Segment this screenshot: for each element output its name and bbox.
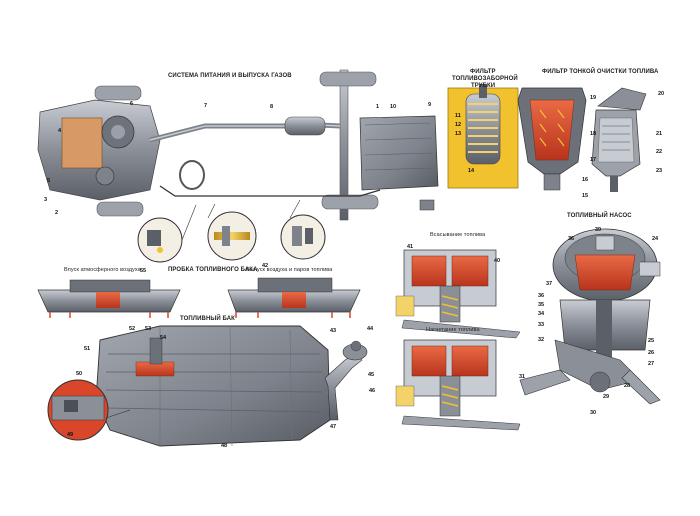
steering-wheel xyxy=(179,160,205,190)
callout-13: 13 xyxy=(455,131,462,137)
caption-vapor-outlet: Выпуск воздуха и паров топлива xyxy=(246,267,333,273)
callout-39: 39 xyxy=(595,227,602,233)
callout-2: 2 xyxy=(55,210,59,216)
callout-50: 50 xyxy=(76,371,83,377)
callout-29: 29 xyxy=(603,394,610,400)
intake-filter-illustration xyxy=(447,84,519,189)
callout-25: 25 xyxy=(648,338,655,344)
caption-intake-filter-line3: ТРУБКИ xyxy=(471,83,496,89)
callout-23: 23 xyxy=(656,168,663,174)
suction-section xyxy=(395,249,521,339)
callout-14: 14 xyxy=(468,168,475,174)
callout-26: 26 xyxy=(648,350,655,356)
callout-27: 27 xyxy=(648,361,655,367)
rear-wheel-top xyxy=(319,71,377,87)
front-wheel-top xyxy=(94,85,142,101)
rear-wheel-bottom xyxy=(321,194,379,210)
callout-34: 34 xyxy=(538,311,545,317)
callout-54: 54 xyxy=(160,335,167,341)
detail-circle-3 xyxy=(280,214,326,260)
callout-21: 21 xyxy=(656,131,663,137)
callout-43: 43 xyxy=(330,328,337,334)
chassis-layout xyxy=(37,69,439,263)
caption-fuel-pump: ТОПЛИВНЫЙ НАСОС xyxy=(567,213,632,219)
fuel-line xyxy=(159,185,381,197)
callout-55: 55 xyxy=(140,268,147,274)
callout-30: 30 xyxy=(590,410,597,416)
caption-tank-cap: ПРОБКА ТОПЛИВНОГО БАКА xyxy=(168,267,258,273)
caption-air-inlet: Впуск атмосферного воздуха xyxy=(64,267,141,273)
callout-46: 46 xyxy=(369,388,376,394)
caption-intake-filter-line2: ТОПЛИВОЗАБОРНОЙ xyxy=(452,76,518,82)
callout-41: 41 xyxy=(407,244,414,250)
caption-discharge: Нагнетание топлива xyxy=(426,327,480,333)
callout-8: 8 xyxy=(270,104,274,110)
tank-cap-left xyxy=(37,279,181,318)
callout-6: 6 xyxy=(130,101,134,107)
callout-5: 5 xyxy=(47,178,51,184)
muffler xyxy=(284,116,326,136)
caption-suction: Всасывание топлива xyxy=(430,232,486,238)
radiator xyxy=(61,117,103,169)
fine-filter-illustration xyxy=(517,87,647,192)
tank-cap-right xyxy=(227,277,361,318)
callout-19: 19 xyxy=(590,95,597,101)
callout-32: 32 xyxy=(538,337,545,343)
callout-15: 15 xyxy=(582,193,589,199)
callout-37: 37 xyxy=(546,281,553,287)
callout-45: 45 xyxy=(368,372,375,378)
callout-7: 7 xyxy=(204,103,208,109)
caption-fuel-tank: ТОПЛИВНЫЙ БАК xyxy=(180,316,235,322)
callout-1: 1 xyxy=(376,104,380,110)
callout-48: 48 xyxy=(221,443,228,449)
callout-40: 40 xyxy=(494,258,501,264)
callout-3: 3 xyxy=(44,197,48,203)
callout-47: 47 xyxy=(330,424,337,430)
rear-axle xyxy=(339,69,349,221)
callout-42: 42 xyxy=(262,263,269,269)
discharge-section xyxy=(395,339,521,431)
callout-22: 22 xyxy=(656,149,663,155)
callout-52: 52 xyxy=(129,326,136,332)
rear-fuel-tank xyxy=(359,115,439,191)
callout-12: 12 xyxy=(455,122,462,128)
callout-35: 35 xyxy=(538,302,545,308)
callout-38: 36 xyxy=(568,236,575,242)
fuel-pump-illustration xyxy=(519,228,661,405)
callout-16: 16 xyxy=(582,177,589,183)
callout-20: 20 xyxy=(658,91,665,97)
caption-system: СИСТЕМА ПИТАНИЯ И ВЫПУСКА ГАЗОВ xyxy=(168,73,292,79)
callout-18: 18 xyxy=(590,131,597,137)
caption-fine-filter: ФИЛЬТР ТОНКОЙ ОЧИСТКИ ТОПЛИВА xyxy=(542,69,659,75)
callout-10: 10 xyxy=(390,104,397,110)
fuel-tank-illustration xyxy=(47,325,368,447)
callout-33: 33 xyxy=(538,322,545,328)
front-wheel-bottom xyxy=(96,201,144,217)
pump-lever xyxy=(519,369,571,396)
callout-49: 49 xyxy=(67,432,74,438)
callout-4: 4 xyxy=(58,128,62,134)
callout-9: 9 xyxy=(428,102,432,108)
callout-24: 24 xyxy=(652,236,659,242)
filler-neck xyxy=(324,353,363,421)
callout-53: 53 xyxy=(145,326,152,332)
callout-36: 36 xyxy=(538,293,545,299)
caption-intake-filter-line1: ФИЛЬТР xyxy=(470,69,496,75)
callout-31: 31 xyxy=(519,374,526,380)
callout-28: 28 xyxy=(624,383,631,389)
callout-44: 44 xyxy=(367,326,374,332)
callout-11: 11 xyxy=(455,113,461,119)
callout-51: 51 xyxy=(84,346,91,352)
callout-17: 17 xyxy=(590,157,597,163)
